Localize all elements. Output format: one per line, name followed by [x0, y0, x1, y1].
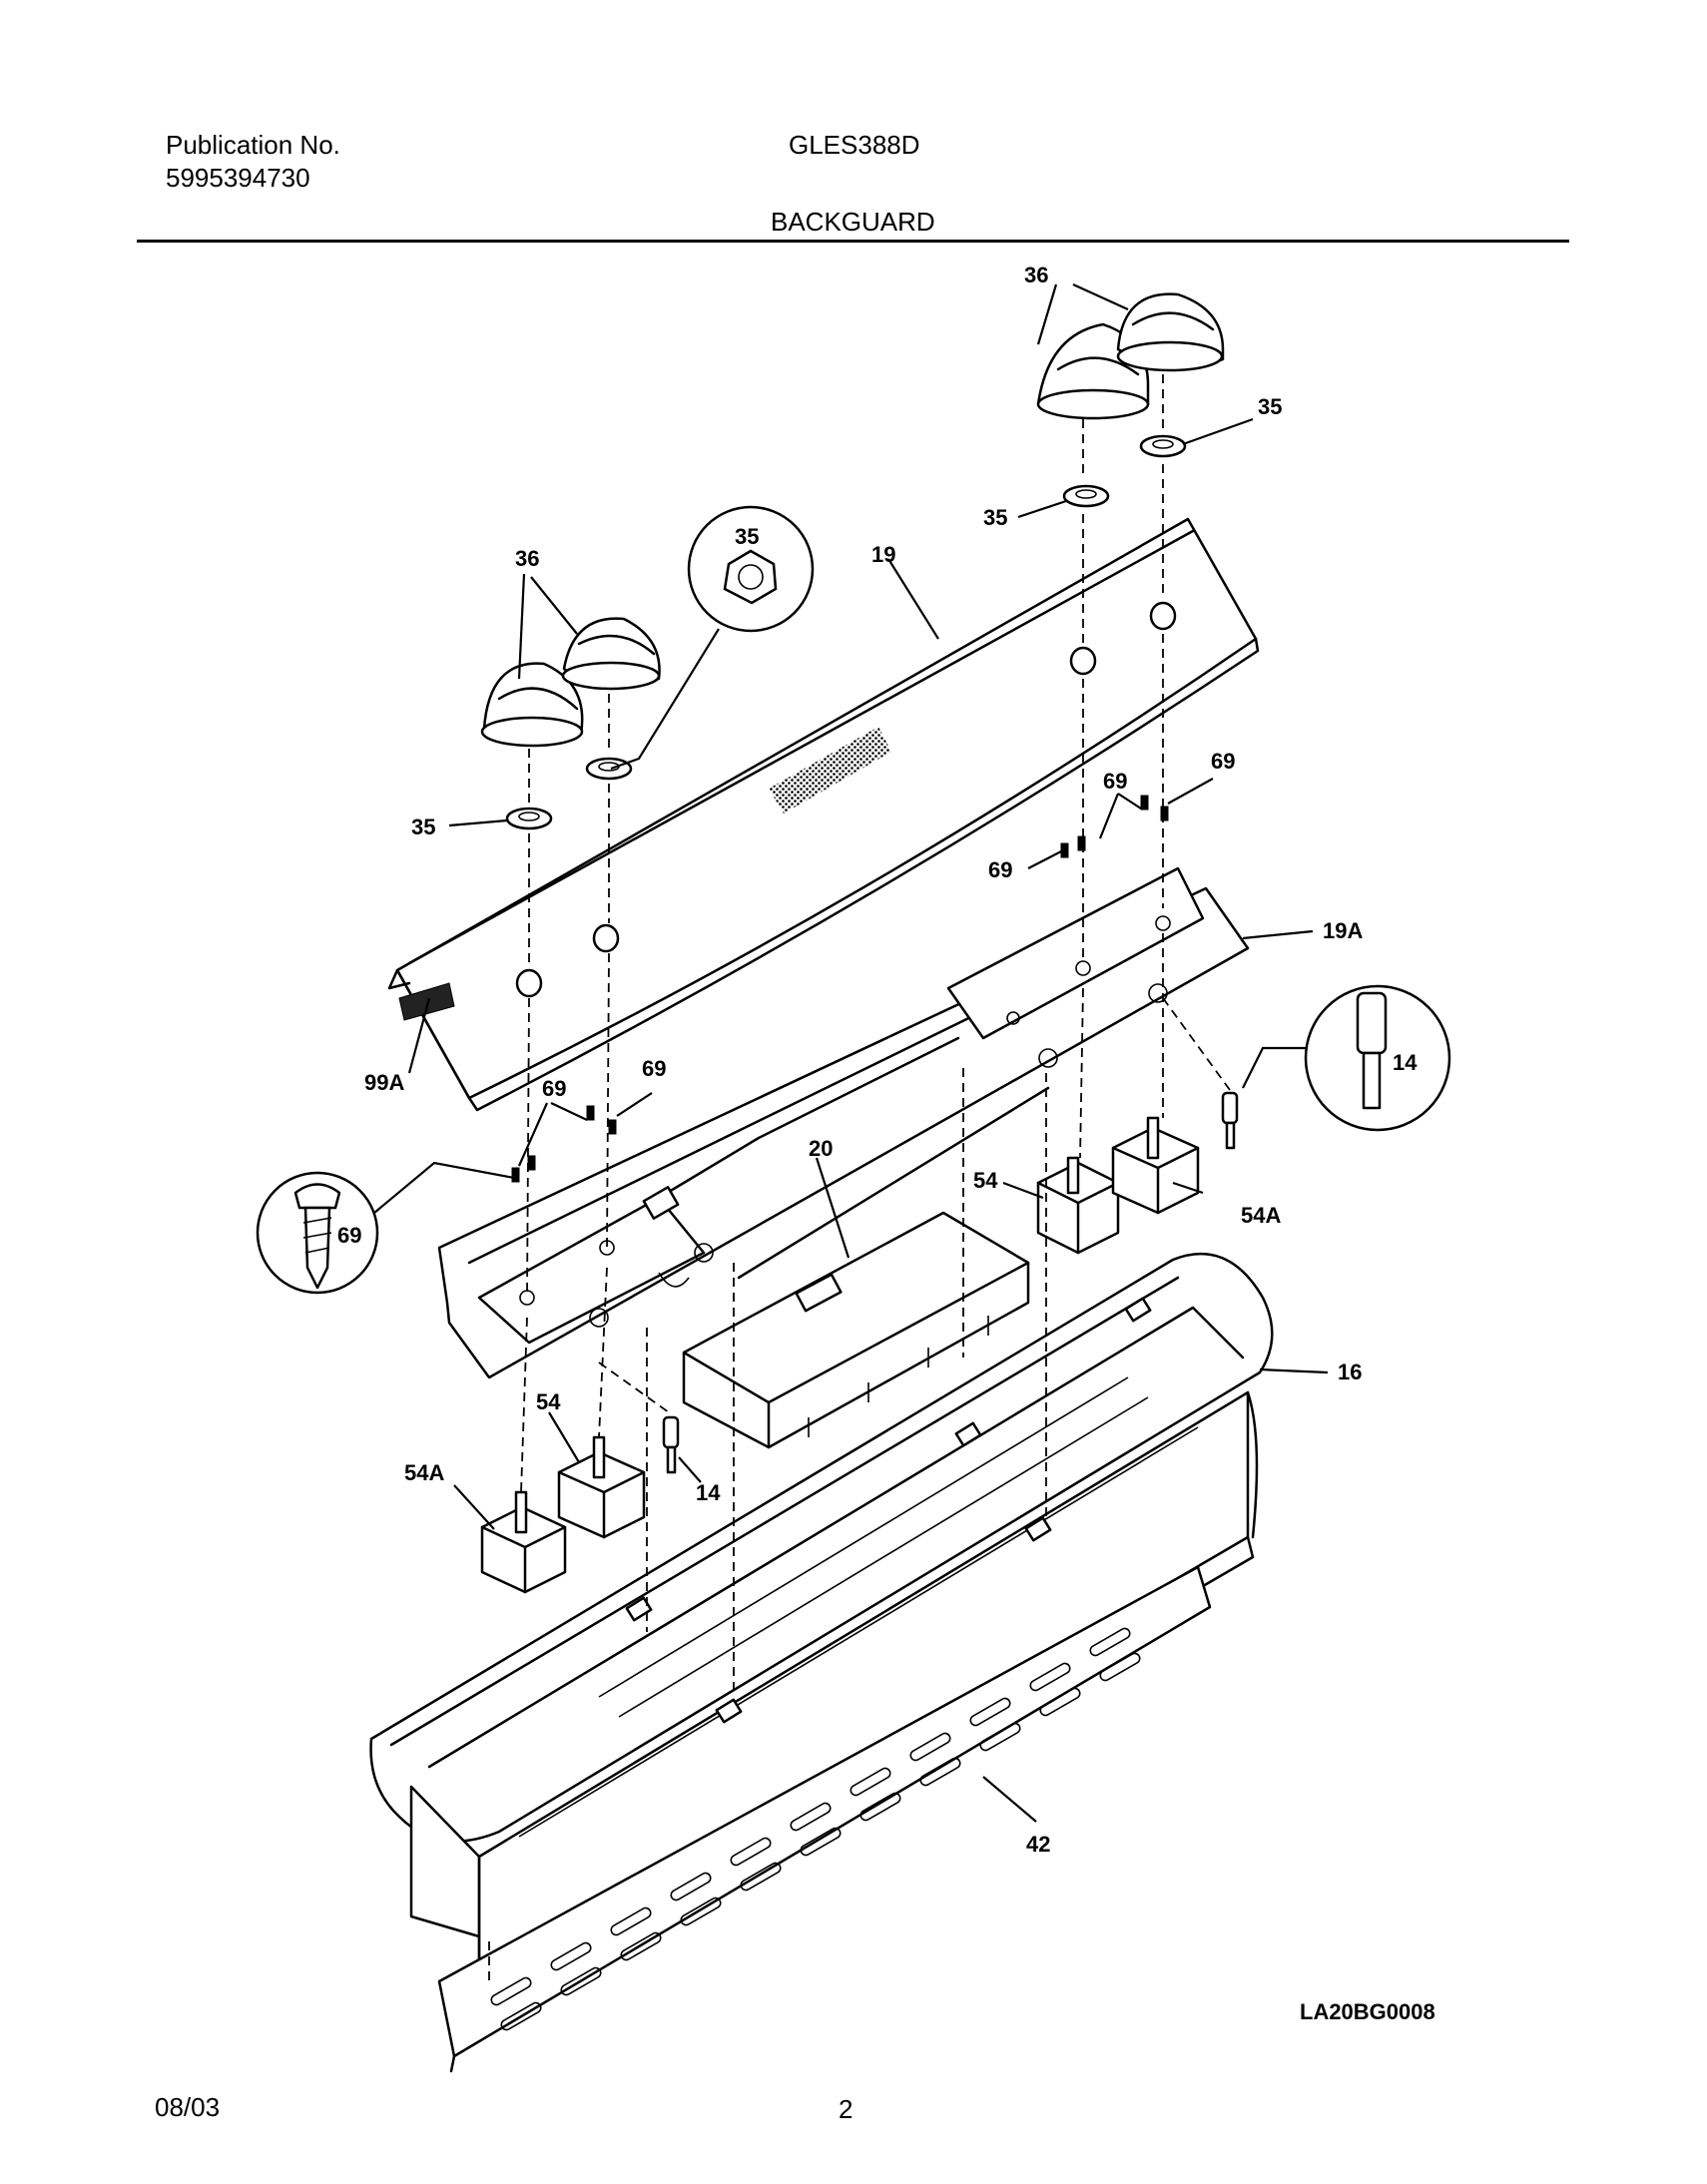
switch-54-right	[1036, 1156, 1120, 1255]
backguard-frame	[369, 1252, 1274, 2008]
callout-69-detail: 69	[337, 1223, 361, 1248]
leader-lines	[407, 282, 1329, 1823]
trim-strip	[398, 982, 455, 1021]
callout-54-right: 54	[973, 1168, 998, 1193]
header-rule	[137, 240, 1569, 243]
callout-42: 42	[1026, 1832, 1050, 1857]
callout-14-detail: 14	[1393, 1050, 1418, 1075]
callout-69-e: 69	[542, 1076, 566, 1101]
callout-19: 19	[871, 542, 895, 567]
indicator-light-left	[662, 1415, 680, 1474]
control-panel-bracket	[437, 866, 1250, 1379]
model-number: GLES388D	[789, 130, 920, 160]
page-number: 2	[839, 2094, 854, 2124]
knob-left-b	[561, 617, 661, 691]
vent-panel	[437, 1565, 1212, 2073]
screw-detail-callout	[256, 1161, 515, 1295]
callout-35-top-mid: 35	[983, 505, 1007, 530]
section-title: BACKGUARD	[771, 207, 935, 237]
publication-number: 5995394730	[166, 163, 310, 193]
knob-top-right-b	[1116, 292, 1225, 372]
drawing-code: LA20BG0008	[1300, 1999, 1435, 2024]
callout-99a: 99A	[364, 1070, 404, 1095]
callout-16: 16	[1338, 1360, 1362, 1384]
callout-54-left: 54	[536, 1389, 561, 1414]
switch-54a-right	[1111, 1116, 1200, 1215]
indicator-detail-callout	[1242, 984, 1451, 1132]
callout-19a: 19A	[1323, 918, 1363, 943]
publication-label: Publication No.	[166, 130, 340, 160]
callout-20: 20	[809, 1136, 833, 1161]
callout-35-detail: 35	[735, 524, 759, 549]
callout-labels: 36 35 35 35 19 36 35 69 69 69 19A 99A 69…	[337, 263, 1435, 2024]
callout-54a-right: 54A	[1241, 1203, 1281, 1228]
indicator-light-right	[1221, 1091, 1239, 1150]
bezel-detail-callout	[610, 505, 815, 771]
screws	[511, 795, 1169, 1183]
callout-35-top-right: 35	[1258, 394, 1282, 419]
switch-54a-left	[480, 1490, 567, 1594]
callout-54a-left: 54A	[404, 1460, 444, 1485]
callout-35-left: 35	[411, 815, 435, 839]
callout-36-top: 36	[1024, 263, 1048, 287]
knob-left-a	[480, 662, 584, 748]
knob-bezels	[505, 434, 1187, 830]
callout-14-left: 14	[696, 1480, 721, 1505]
assembly-lines	[488, 374, 1249, 1986]
callout-69-b: 69	[1103, 769, 1127, 794]
callout-69-d: 69	[642, 1056, 666, 1081]
callout-69-c: 69	[988, 857, 1012, 882]
callout-69-a: 69	[1211, 749, 1235, 774]
callout-36-left: 36	[515, 546, 539, 571]
footer-date: 08/03	[155, 2092, 221, 2122]
electronic-control-board	[682, 1211, 1030, 1449]
